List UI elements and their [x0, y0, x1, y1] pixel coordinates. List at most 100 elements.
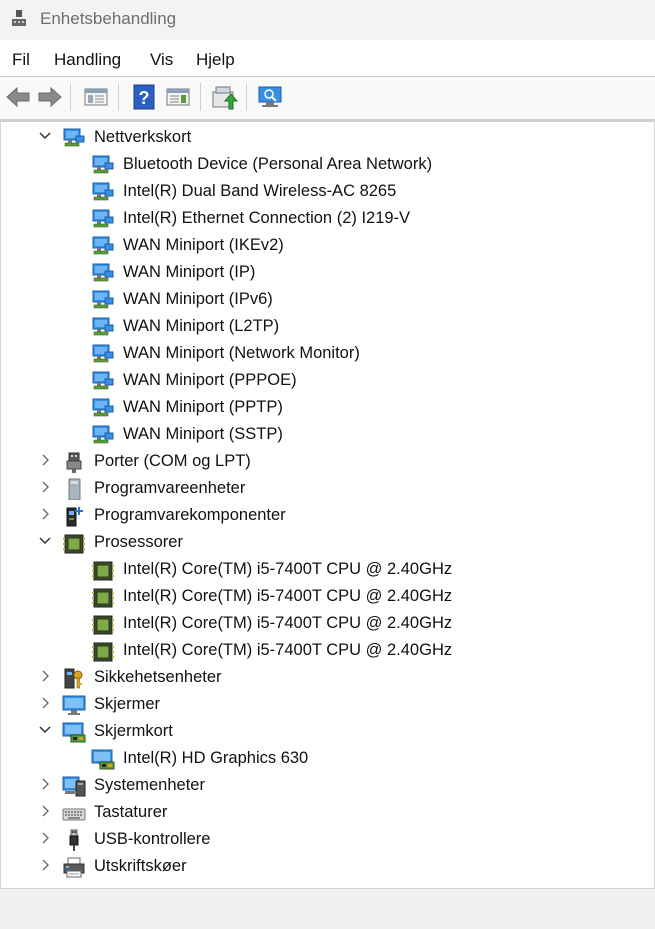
- chevron-right-icon[interactable]: [37, 506, 53, 522]
- window-title: Enhetsbehandling: [40, 9, 177, 28]
- tree-device[interactable]: Bluetooth Device (Personal Area Network): [1, 151, 651, 178]
- tree-device[interactable]: Intel(R) Dual Band Wireless-AC 8265: [1, 178, 651, 205]
- chevron-down-icon[interactable]: [37, 128, 53, 144]
- tree-category[interactable]: Programvarekomponenter: [1, 502, 651, 529]
- tree-item-label: WAN Miniport (SSTP): [123, 425, 283, 443]
- tree-category[interactable]: Systemenheter: [1, 772, 651, 799]
- tree-item-label: Intel(R) Core(TM) i5-7400T CPU @ 2.40GHz: [123, 641, 453, 659]
- network-adapter-icon: [92, 371, 114, 390]
- tree-category[interactable]: Sikkehetsenheter: [1, 664, 651, 691]
- tree-item-label: Intel(R) Dual Band Wireless-AC 8265: [123, 182, 397, 200]
- tree-category[interactable]: Programvareenheter: [1, 475, 651, 502]
- tree-device[interactable]: WAN Miniport (PPTP): [1, 394, 651, 421]
- tree-category[interactable]: Porter (COM og LPT): [1, 448, 651, 475]
- chevron-right-icon[interactable]: [37, 479, 53, 495]
- tree-device[interactable]: WAN Miniport (IP): [1, 259, 651, 286]
- tree-item-label: Tastaturer: [94, 803, 168, 821]
- display-adapter-icon: [91, 749, 115, 770]
- tree-item-label: WAN Miniport (L2TP): [123, 317, 280, 335]
- processor-icon: [92, 642, 114, 662]
- tree-category[interactable]: Nettverkskort: [1, 124, 651, 151]
- tree-category[interactable]: Skjermkort: [1, 718, 651, 745]
- chevron-right-icon[interactable]: [37, 776, 53, 792]
- keyboard-icon: [62, 808, 86, 821]
- tree-device[interactable]: WAN Miniport (PPPOE): [1, 367, 651, 394]
- tree-item-label: Utskriftskøer: [94, 857, 187, 875]
- update-driver-icon[interactable]: [210, 83, 238, 111]
- forward-arrow-icon[interactable]: [36, 83, 64, 111]
- toolbar-separator: [246, 83, 247, 111]
- details-view-icon[interactable]: [164, 83, 192, 111]
- tree-device[interactable]: Intel(R) HD Graphics 630: [1, 745, 651, 772]
- back-arrow-icon[interactable]: [4, 83, 32, 111]
- menu-handling[interactable]: Handling: [54, 50, 122, 69]
- tree-device[interactable]: Intel(R) Core(TM) i5-7400T CPU @ 2.40GHz: [1, 637, 651, 664]
- tree-category[interactable]: USB-kontrollere: [1, 826, 651, 853]
- help-icon[interactable]: ?: [130, 83, 158, 111]
- tree-device[interactable]: WAN Miniport (IPv6): [1, 286, 651, 313]
- security-device-icon: [64, 668, 83, 689]
- tree-device[interactable]: Intel(R) Core(TM) i5-7400T CPU @ 2.40GHz: [1, 556, 651, 583]
- toolbar: ?: [0, 77, 655, 122]
- processor-icon: [92, 561, 114, 581]
- network-adapter-icon: [92, 425, 114, 444]
- chevron-right-icon[interactable]: [37, 668, 53, 684]
- chevron-down-icon[interactable]: [37, 722, 53, 738]
- tree-category[interactable]: Skjermer: [1, 691, 651, 718]
- tree-category[interactable]: Prosessorer: [1, 529, 651, 556]
- network-adapter-icon: [92, 290, 114, 309]
- tree-item-label: Porter (COM og LPT): [94, 452, 251, 470]
- tree-device[interactable]: Intel(R) Ethernet Connection (2) I219-V: [1, 205, 651, 232]
- tree-device[interactable]: WAN Miniport (Network Monitor): [1, 340, 651, 367]
- network-adapter-icon: [92, 317, 114, 336]
- chevron-right-icon[interactable]: [37, 803, 53, 819]
- printer-icon: [63, 857, 85, 878]
- menu-fil[interactable]: Fil: [12, 50, 30, 69]
- tree-item-label: Prosessorer: [94, 533, 183, 551]
- tree-item-label: WAN Miniport (IPv6): [123, 290, 273, 308]
- tree-item-label: Bluetooth Device (Personal Area Network): [123, 155, 433, 173]
- network-adapter-icon: [92, 236, 114, 255]
- scan-hardware-icon[interactable]: [256, 83, 284, 111]
- tree-item-label: USB-kontrollere: [94, 830, 211, 848]
- tree-category[interactable]: Tastaturer: [1, 799, 651, 826]
- processor-icon: [63, 534, 85, 554]
- title-bar: Enhetsbehandling: [0, 0, 655, 40]
- chevron-right-icon[interactable]: [37, 695, 53, 711]
- tree-item-label: WAN Miniport (IKEv2): [123, 236, 284, 254]
- tree-device[interactable]: Intel(R) Core(TM) i5-7400T CPU @ 2.40GHz: [1, 583, 651, 610]
- tree-category[interactable]: Utskriftskøer: [1, 853, 651, 880]
- svg-text:?: ?: [139, 88, 150, 108]
- network-adapter-icon: [92, 155, 114, 174]
- tree-device[interactable]: WAN Miniport (SSTP): [1, 421, 651, 448]
- tree-item-label: Intel(R) Core(TM) i5-7400T CPU @ 2.40GHz: [123, 560, 453, 578]
- menu-hjelp[interactable]: Hjelp: [196, 50, 235, 69]
- menu-vis[interactable]: Vis: [150, 50, 174, 69]
- port-icon: [66, 452, 82, 473]
- tree-item-label: Intel(R) HD Graphics 630: [123, 749, 309, 767]
- processor-icon: [92, 588, 114, 608]
- software-device-icon: [68, 478, 81, 500]
- network-adapter-icon: [92, 182, 114, 201]
- network-adapter-icon: [92, 209, 114, 228]
- tree-device[interactable]: WAN Miniport (L2TP): [1, 313, 651, 340]
- tree-device[interactable]: Intel(R) Core(TM) i5-7400T CPU @ 2.40GHz: [1, 610, 651, 637]
- toolbar-separator: [70, 83, 71, 111]
- tree-item-label: Programvareenheter: [94, 479, 246, 497]
- tree-item-label: WAN Miniport (IP): [123, 263, 256, 281]
- network-adapter-icon: [63, 128, 85, 147]
- tree-item-label: WAN Miniport (Network Monitor): [123, 344, 360, 362]
- tree-device[interactable]: WAN Miniport (IKEv2): [1, 232, 651, 259]
- chevron-right-icon[interactable]: [37, 830, 53, 846]
- menu-bar: Fil Handling Vis Hjelp: [0, 40, 655, 77]
- properties-icon[interactable]: [82, 83, 110, 111]
- tree-item-label: Sikkehetsenheter: [94, 668, 222, 686]
- tree-item-label: Nettverkskort: [94, 128, 192, 146]
- network-adapter-icon: [92, 344, 114, 363]
- chevron-down-icon[interactable]: [37, 533, 53, 549]
- chevron-right-icon[interactable]: [37, 857, 53, 873]
- status-bar: [0, 888, 655, 929]
- chevron-right-icon[interactable]: [37, 452, 53, 468]
- tree-item-label: WAN Miniport (PPTP): [123, 398, 283, 416]
